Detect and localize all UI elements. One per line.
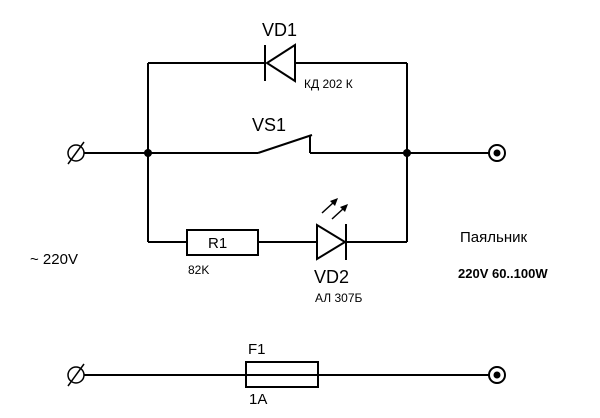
load-name: Паяльник — [460, 229, 527, 246]
supply-voltage-label: ~ 220V — [30, 251, 78, 268]
f1-ref: F1 — [248, 341, 266, 358]
load-rating: 220V 60..100W — [458, 266, 548, 281]
output-terminal-top — [488, 144, 506, 162]
f1-value: 1A — [249, 391, 267, 408]
input-terminal-bottom — [67, 363, 85, 387]
vd2-part: АЛ 307Б — [315, 291, 362, 305]
r1-value: 82K — [188, 263, 209, 277]
vd1-part: КД 202 К — [304, 77, 353, 91]
vd2-ref: VD2 — [314, 267, 349, 287]
diode-vd1-symbol — [264, 43, 296, 83]
output-terminal-bottom — [488, 366, 506, 384]
input-terminal-top — [67, 141, 85, 165]
vs1-ref: VS1 — [252, 115, 286, 135]
switch-vs1-symbol — [257, 134, 313, 154]
vd1-ref: VD1 — [262, 20, 297, 40]
led-vd2-symbol — [316, 198, 348, 261]
r1-ref: R1 — [208, 235, 227, 252]
